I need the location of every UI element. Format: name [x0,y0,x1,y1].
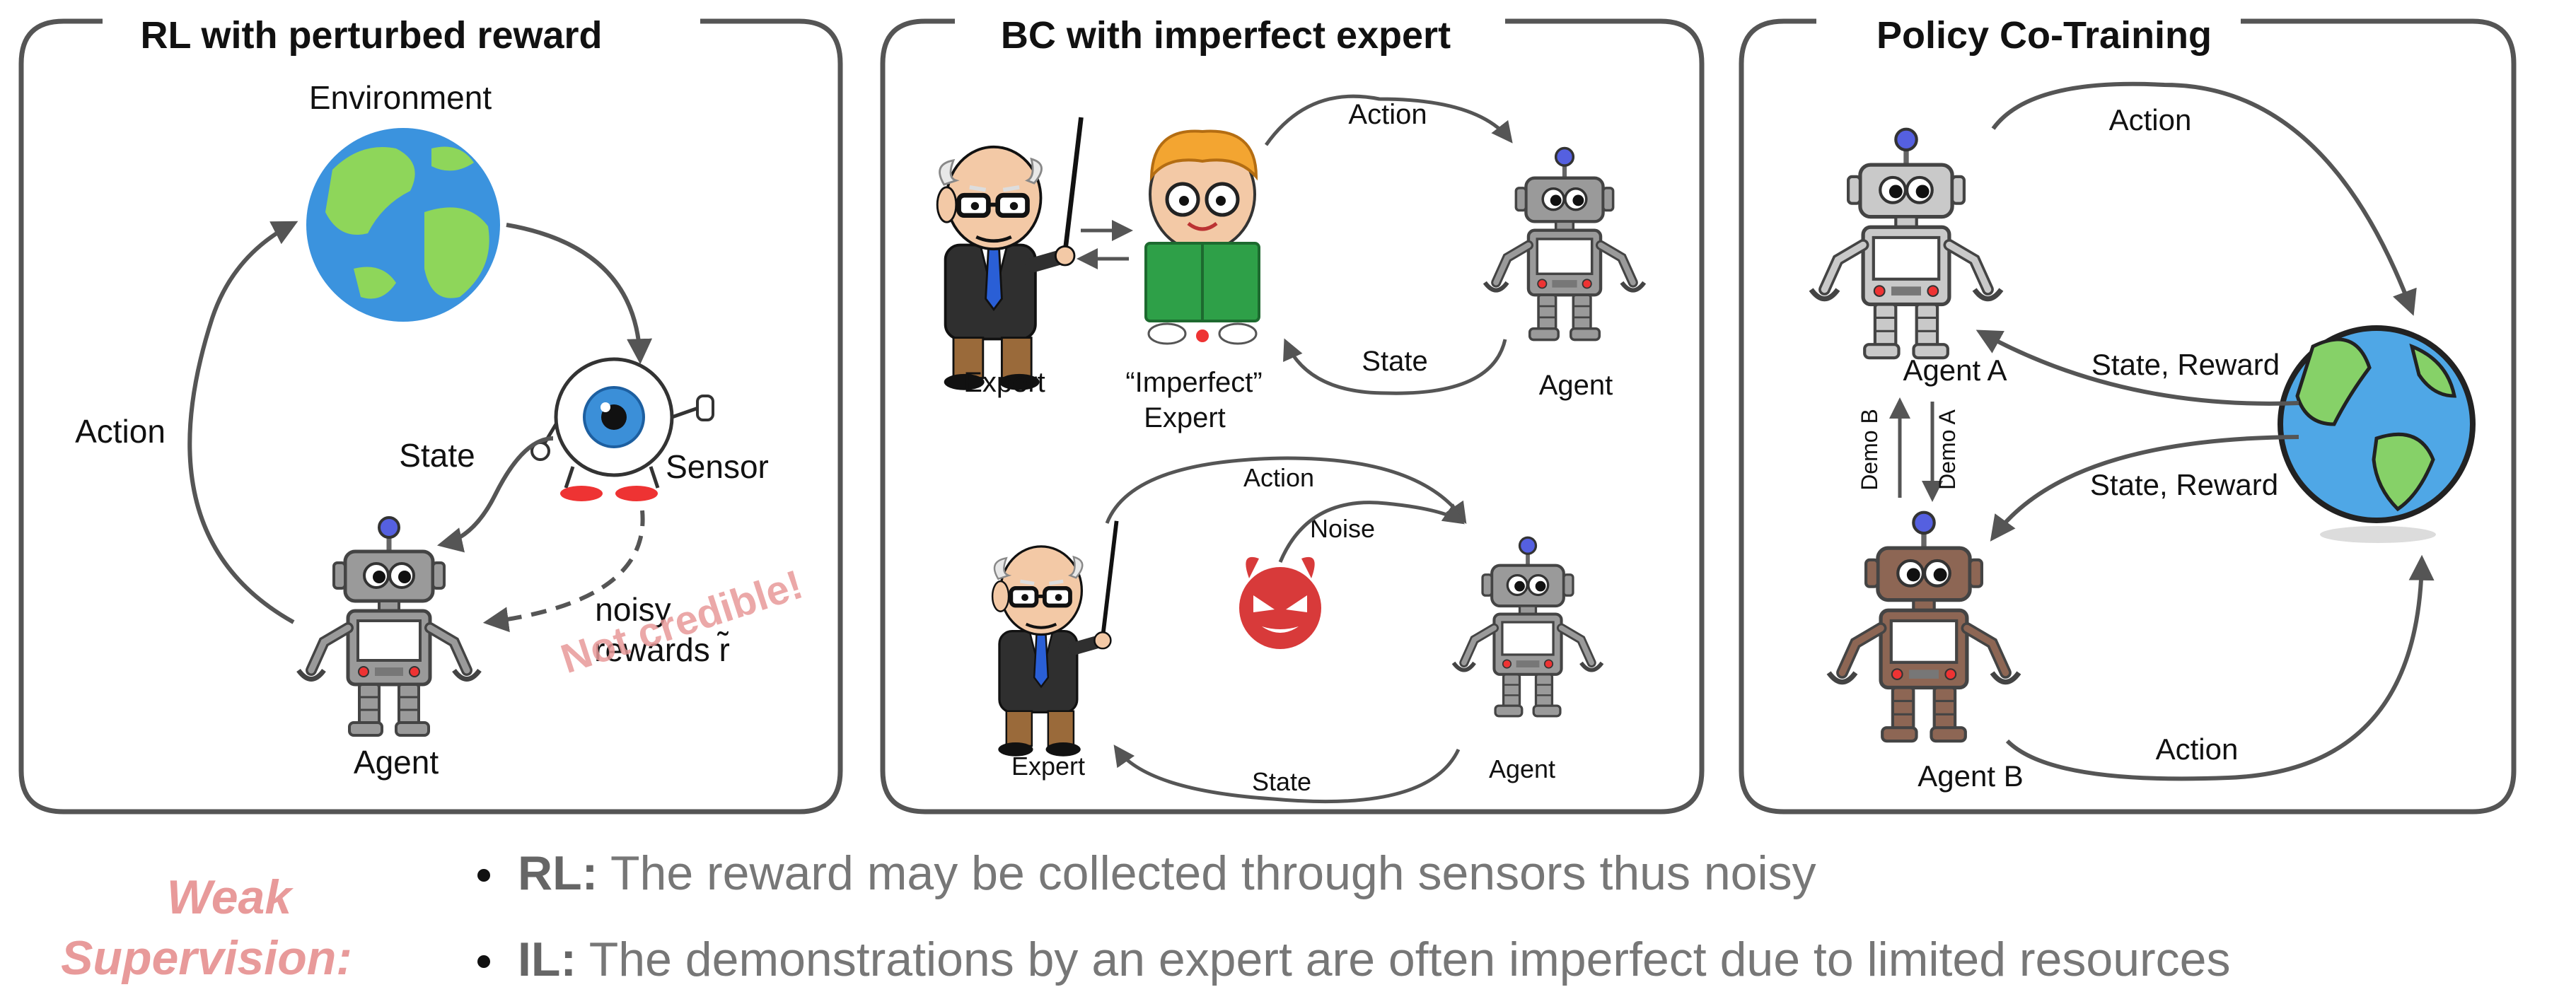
label-rewards: rewards r̃ [594,631,730,668]
label-state-reward-top: State, Reward [2091,348,2280,381]
eye-sensor-icon [530,357,714,501]
panel-bc-imperfect-expert: BC with imperfect expert Expert “Imperfe… [880,14,1705,815]
arrow-env-to-agent-a-state-reward [1975,329,2299,406]
agent-a-robot-icon [1811,129,2002,358]
panel-rl-perturbed-reward: RL with perturbed reward Environment Sen [18,14,843,815]
label-demo-b: Demo B [1857,409,1882,491]
bullet-il-text: The demonstrations by an expert are ofte… [576,933,2230,986]
panel-3-border [1739,18,2517,815]
label-noise: Noise [1310,514,1375,543]
label-action-top-p3: Action [2109,103,2192,136]
arrow-environment-to-sensor [506,223,653,365]
label-state-reward-bottom: State, Reward [2090,468,2278,501]
label-state-top: State [1362,346,1427,377]
bullet-dot-1 [477,869,490,882]
bullet-il-bold: IL: [518,933,576,986]
arrow-agent-a-to-env-action [1991,81,2417,316]
devil-noise-icon [1239,556,1321,649]
arrow-noise-to-agent [1278,501,1465,563]
arrow-agent-to-student-state [1283,338,1507,395]
bullet-il: IL: The demonstrations by an expert are … [518,933,2230,986]
panel-2-title: BC with imperfect expert [1001,14,1451,57]
label-action-bottom: Action [1243,463,1314,492]
label-sensor: Sensor [666,448,769,485]
agent-b-robot-icon [1829,513,2019,741]
arrow-agent-b-to-env-action [2005,554,2435,781]
panel-2-border [880,18,1705,815]
arrow-agent-to-environment [187,221,298,624]
label-expert-bottom: Expert [1011,752,1085,781]
panel-1-title: RL with perturbed reward [140,14,602,57]
bullet-rl-bold: RL: [518,846,598,900]
label-state: State [399,437,475,474]
label-imperfect-line1: “Imperfect” [1125,367,1262,398]
arrow-sensor-to-agent-state [436,436,554,553]
bullet-rl: RL: The reward may be collected through … [518,846,1816,900]
label-agent-bottom: Agent [1489,754,1555,783]
arrow-env-to-agent-b-state-reward [1990,435,2299,542]
label-imperfect-line2: Expert [1144,402,1226,433]
earth-globe-icon [2278,325,2476,543]
panel-1-border [18,18,843,815]
agent-robot-top-icon [1485,148,1644,340]
panel-3-title: Policy Co-Training [1876,14,2212,57]
bullet-dot-2 [477,955,490,968]
arrow-student-to-agent-action [1264,94,1513,146]
label-noisy: noisy [595,591,671,628]
expert-teacher-bottom-icon [992,521,1116,757]
agent-robot-icon [298,518,480,735]
student-imperfect-expert-icon [1144,129,1260,345]
arrow-agent-to-expert-state [1113,745,1461,804]
label-state-bottom: State [1252,767,1311,796]
panel-policy-co-training: Policy Co-Training Agent A Agent B Actio… [1739,14,2517,815]
bullet-rl-text: The reward may be collected through sens… [598,846,1816,900]
label-action-bottom-p3: Action [2156,732,2239,766]
weak-label-line1: Weak [167,870,294,924]
label-action-top: Action [1348,99,1427,130]
arrow-expert-to-agent-action [1105,456,1467,524]
label-demo-a: Demo A [1934,409,1960,489]
label-environment: Environment [309,79,492,116]
expert-teacher-icon [937,117,1081,390]
agent-robot-bottom-icon [1454,537,1602,716]
label-agent-b: Agent B [1918,759,2023,793]
label-action: Action [75,413,166,450]
label-agent: Agent [354,744,439,781]
globe-icon [306,128,500,322]
label-expert-top: Expert [963,367,1045,398]
arrow-sensor-to-agent-noisy-reward [482,510,645,633]
label-agent-top: Agent [1539,370,1613,401]
weak-label-line2: Supervision: [61,931,352,985]
footer-weak-supervision: Weak Supervision: RL: The reward may be … [61,846,2230,986]
label-agent-a: Agent A [1903,354,2007,387]
